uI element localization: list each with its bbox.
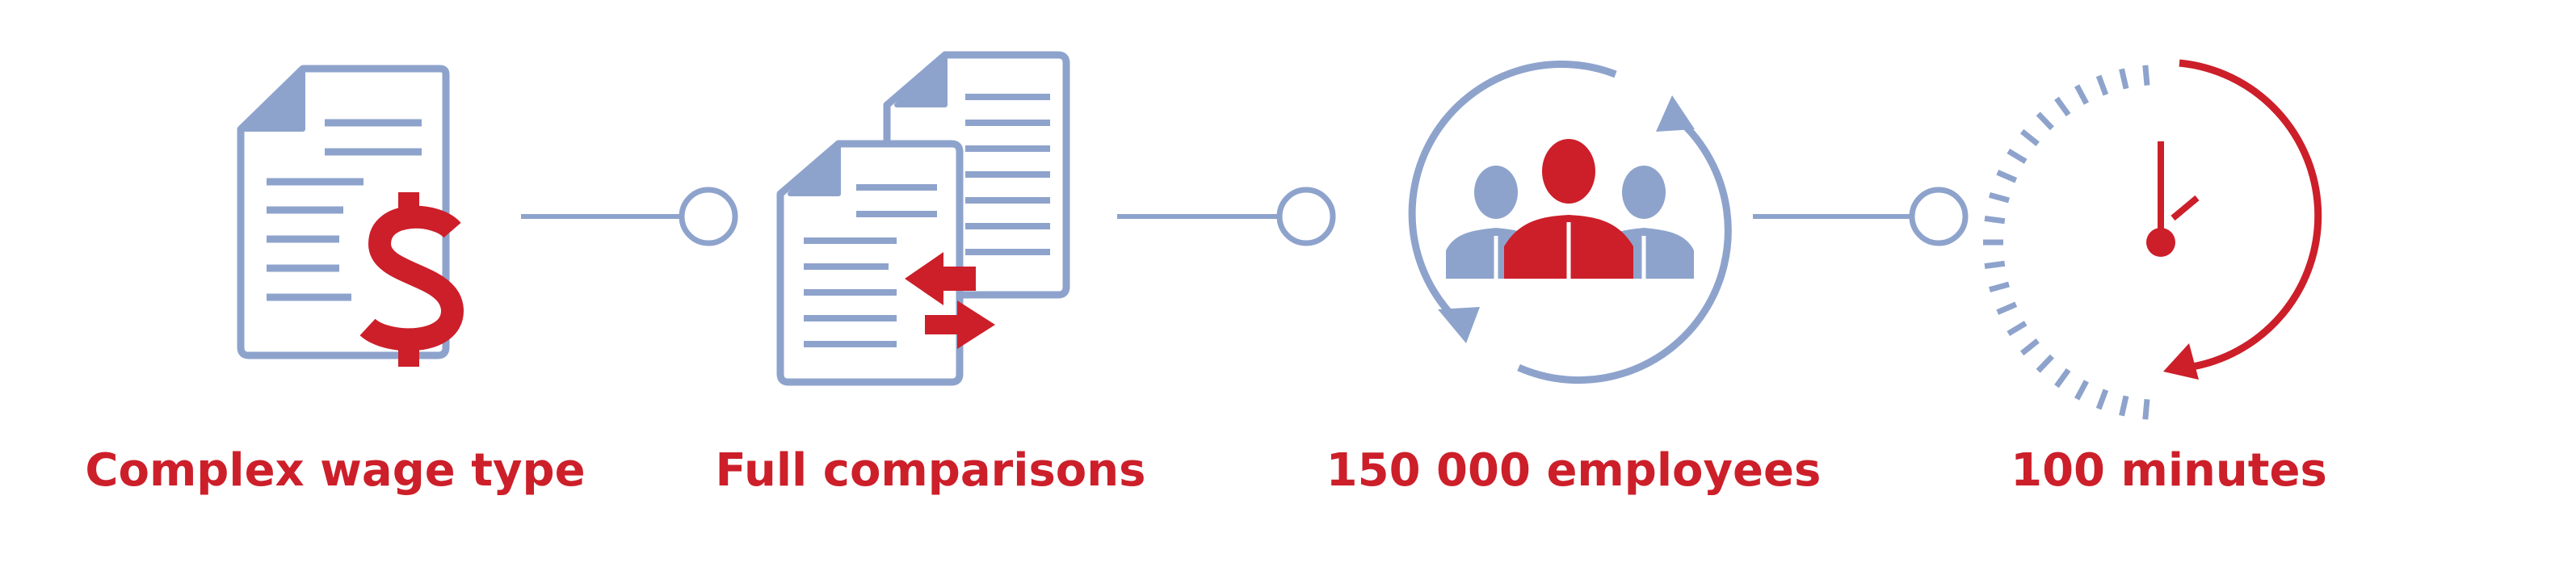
step-label-2: Full comparisons bbox=[715, 444, 1146, 497]
step-label-4: 100 minutes bbox=[2011, 444, 2327, 497]
clock-tick bbox=[2119, 68, 2129, 90]
step-label-3: 150 000 employees bbox=[1326, 444, 1822, 497]
arrow-right-icon bbox=[925, 300, 995, 349]
connector-3 bbox=[1753, 187, 1969, 246]
clock-tick bbox=[2074, 84, 2089, 105]
clock-tick bbox=[2142, 398, 2150, 420]
clock-tick bbox=[2036, 354, 2054, 373]
employees-cycle-icon bbox=[1408, 60, 1732, 384]
clock-tick bbox=[2019, 128, 2040, 146]
step-label-1: Complex wage type bbox=[85, 444, 586, 497]
clock-tick bbox=[2007, 148, 2028, 164]
clock-ticks bbox=[1983, 65, 2150, 420]
clock-tick bbox=[2142, 65, 2150, 86]
clock-tick bbox=[2054, 96, 2071, 117]
clock-tick bbox=[1996, 170, 2018, 183]
clock-tick bbox=[1984, 260, 2006, 270]
clock-tick bbox=[1989, 281, 2010, 292]
clock-tick bbox=[2095, 389, 2109, 410]
payroll-document-icon bbox=[237, 65, 464, 367]
clock-tick bbox=[2036, 111, 2054, 131]
dollar-icon bbox=[359, 192, 464, 367]
compare-documents-icon bbox=[776, 51, 1070, 386]
clock-tick bbox=[2074, 380, 2089, 401]
clock-tick bbox=[1996, 301, 2018, 315]
clock-tick bbox=[1989, 192, 2010, 204]
clock-tick bbox=[2095, 74, 2109, 96]
connector-2 bbox=[1117, 187, 1336, 246]
clock-tick bbox=[2019, 338, 2040, 356]
connector-1 bbox=[521, 187, 738, 246]
clock-tick bbox=[2054, 368, 2071, 389]
clock-icon bbox=[1983, 59, 2322, 420]
clock-tick bbox=[2007, 321, 2028, 337]
arrow-left-icon bbox=[905, 252, 976, 305]
clock-tick bbox=[2119, 395, 2129, 417]
clock-tick bbox=[1984, 215, 2006, 225]
